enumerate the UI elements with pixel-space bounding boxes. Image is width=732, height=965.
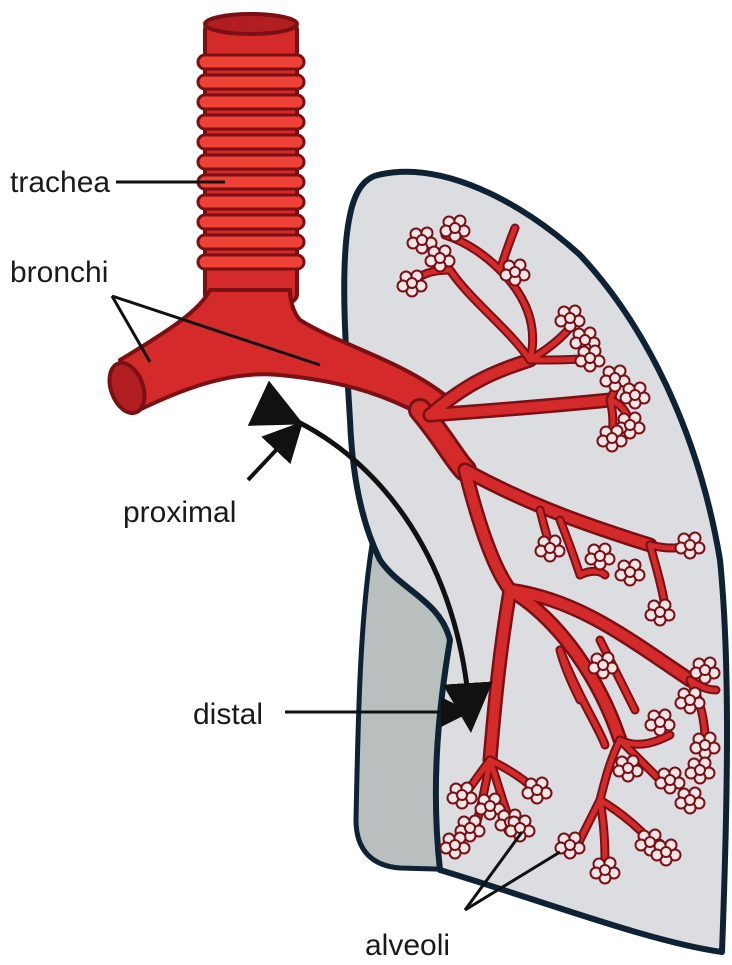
proximal-pointer <box>248 430 295 480</box>
label-proximal: proximal <box>123 496 236 529</box>
label-trachea: trachea <box>10 166 110 199</box>
label-distal: distal <box>193 698 263 731</box>
label-alveoli: alveoli <box>365 929 450 962</box>
trachea <box>198 14 304 302</box>
trachea-rings <box>198 55 304 269</box>
label-bronchi: bronchi <box>10 256 108 289</box>
